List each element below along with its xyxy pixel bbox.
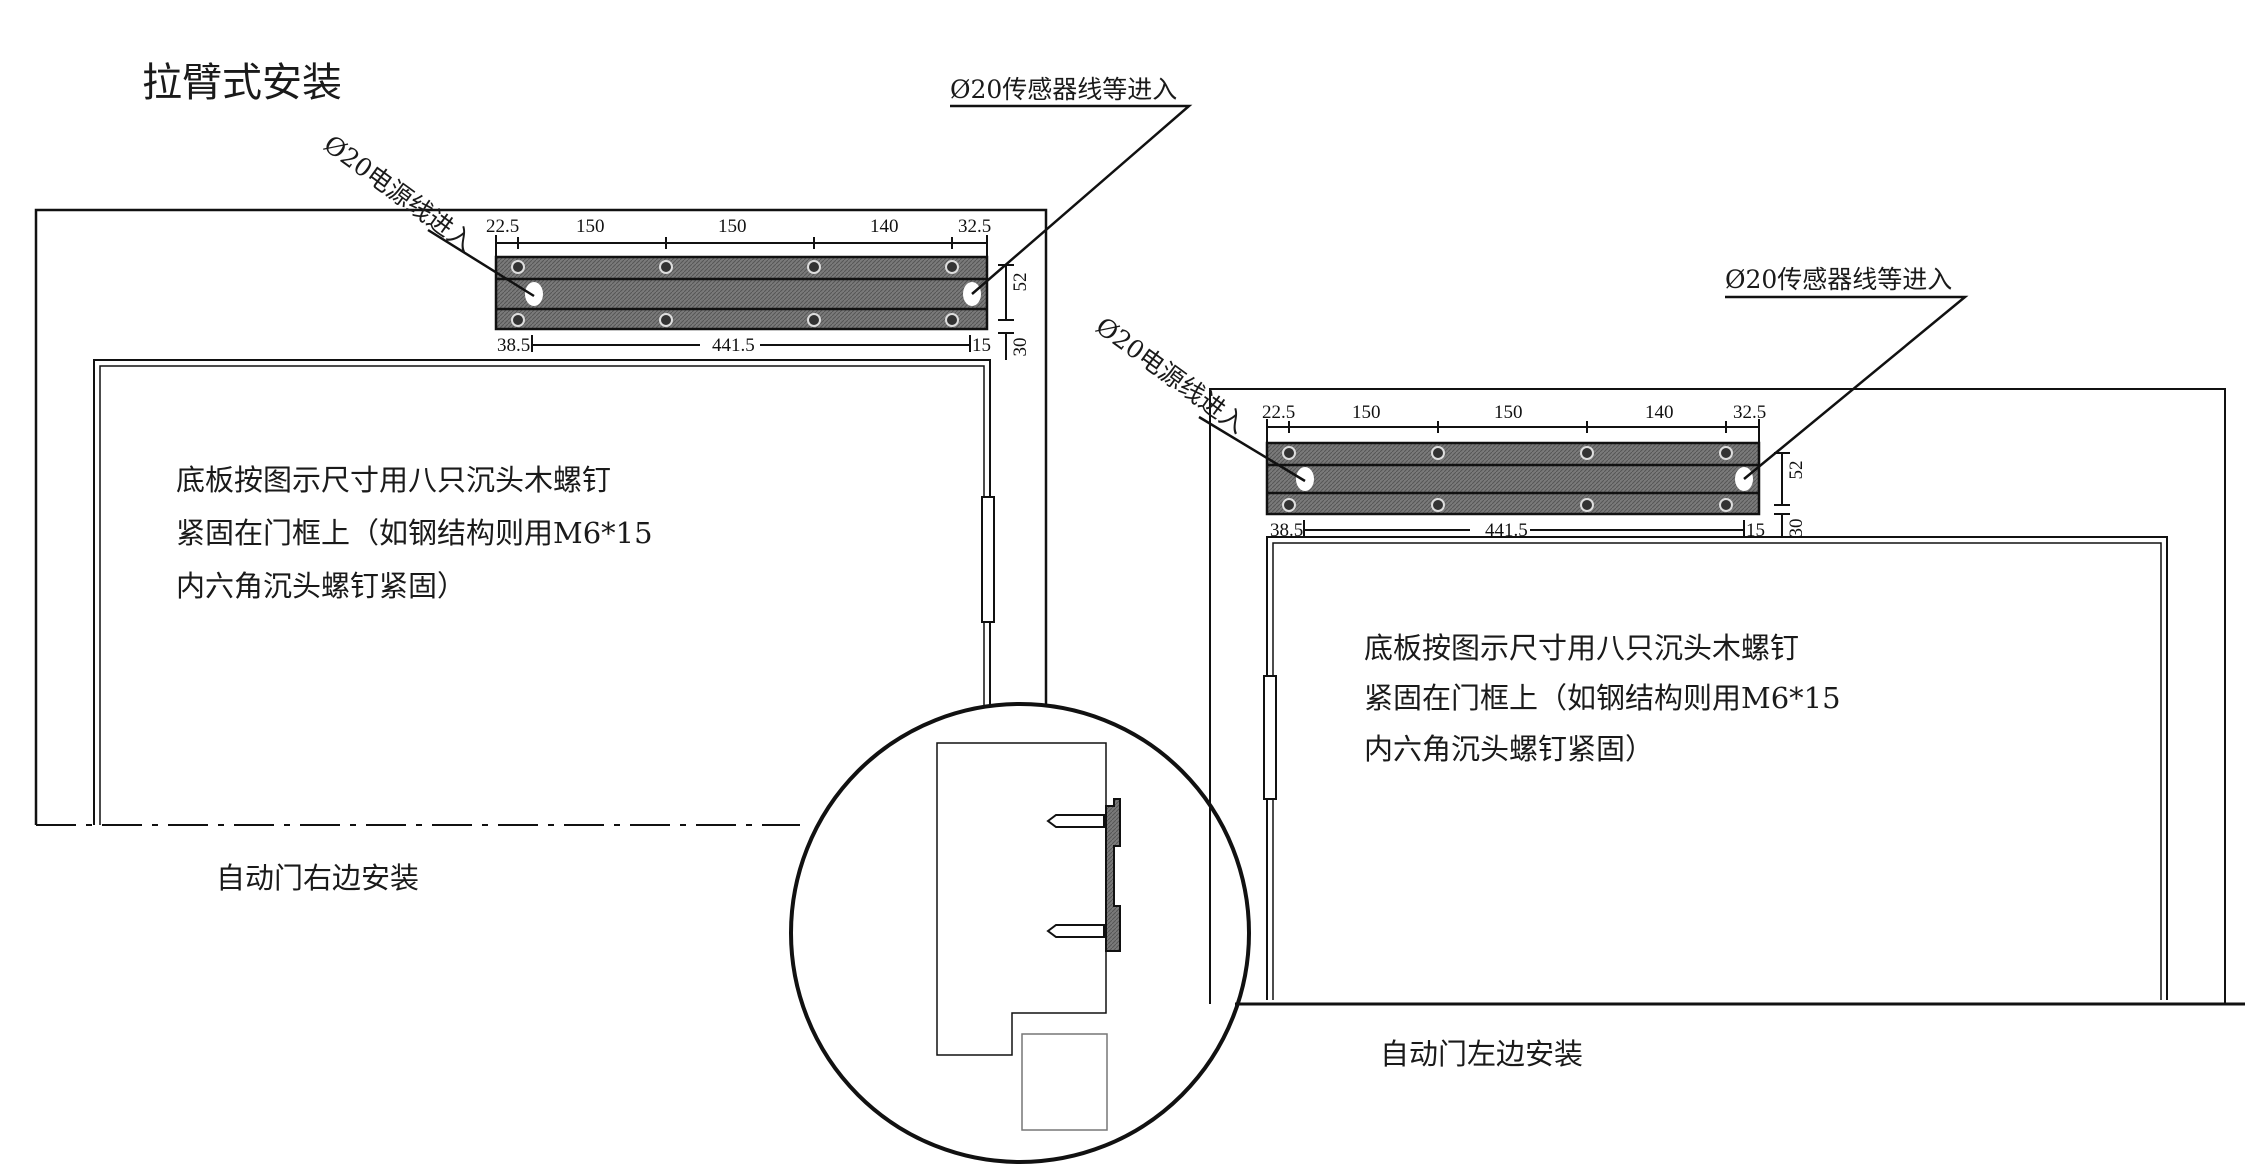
cable-slot: [525, 282, 543, 306]
drawing-stroke: [1303, 452, 1790, 537]
power-entry-label: Ø20电源线进入: [1090, 311, 1250, 439]
note-line: 底板按图示尺寸用八只沉头木螺钉: [1364, 631, 1799, 665]
dim-label: 30: [1786, 519, 1807, 538]
door-frame-outline: [34, 208, 1048, 825]
caption-left-install: 自动门左边安装: [1380, 1037, 1583, 1071]
dim-label: 15: [1746, 520, 1765, 541]
dim-label: 15: [972, 335, 991, 356]
drawing-stroke: [659, 260, 673, 274]
left-install-drawing: 22.5 150 150 140 32.5 38.5 441.5 15 52 3…: [1090, 265, 2245, 1071]
dim-label: 441.5: [1485, 520, 1528, 541]
mounting-plate-right: [1265, 441, 1761, 516]
dim-label: 150: [718, 216, 747, 237]
dim-label: 22.5: [486, 216, 519, 237]
hinge: [981, 496, 995, 623]
drawing-stroke: [1282, 498, 1296, 512]
door-leaf-inner: [1272, 542, 2162, 1000]
drawing-stroke: [1046, 924, 1105, 938]
dim-label: 140: [870, 216, 899, 237]
drawing-stroke: [1282, 446, 1296, 460]
drawing-stroke: [1046, 814, 1105, 828]
drawing-stroke: [511, 313, 525, 327]
dim-label: 150: [576, 216, 605, 237]
leader-line: [1725, 295, 1969, 480]
drawing-stroke: [494, 255, 989, 331]
dim-label: 32.5: [1733, 402, 1766, 423]
drawing-stroke: [807, 313, 821, 327]
drawing-stroke: [1580, 446, 1594, 460]
dim-label: 38.5: [1270, 520, 1303, 541]
dim-label: 52: [1010, 273, 1031, 292]
page-title: 拉臂式安装: [142, 60, 342, 106]
plate-section: [1105, 798, 1121, 952]
dim-label: 52: [1786, 461, 1807, 480]
leader-line: [1198, 415, 1306, 483]
dim-label: 38.5: [497, 335, 530, 356]
power-entry-label: Ø20电源线进入: [318, 129, 478, 257]
drawing-stroke: [1719, 498, 1733, 512]
drawing-stroke: [1580, 498, 1594, 512]
note-line: 紧固在门框上（如钢结构则用M6*15: [176, 516, 653, 550]
screw-holes: [1282, 446, 1733, 512]
drawing-stroke: [1431, 446, 1445, 460]
leader-line: [427, 228, 535, 298]
drawing-stroke: [659, 313, 673, 327]
note-line: 内六角沉头螺钉紧固）: [176, 569, 466, 603]
drawing-stroke: [789, 702, 1251, 1164]
drawing-stroke: [807, 260, 821, 274]
door-frame-outline: [1209, 388, 2226, 1004]
dim-label: 441.5: [712, 335, 755, 356]
note-line: 底板按图示尺寸用八只沉头木螺钉: [176, 463, 611, 497]
dim-label: 150: [1352, 402, 1381, 423]
sensor-entry-label: Ø20传感器线等进入: [1725, 265, 1952, 294]
dim-label: 22.5: [1262, 402, 1295, 423]
drawing-stroke: [1266, 419, 1760, 443]
door-section: [1021, 1033, 1108, 1131]
frame-section: [936, 742, 1107, 1056]
screw-holes: [511, 260, 959, 327]
hinge: [1263, 675, 1277, 800]
detail-section-view: [789, 702, 1251, 1164]
drawing-stroke: [1719, 446, 1733, 460]
drawing-stroke: [945, 313, 959, 327]
caption-right-install: 自动门右边安装: [216, 861, 419, 895]
dim-label: 140: [1645, 402, 1674, 423]
dim-label: 32.5: [958, 216, 991, 237]
mounting-plate-left: [494, 255, 989, 331]
screw-icon: [1046, 814, 1105, 938]
drawing-stroke: [1265, 441, 1761, 516]
note-line: 内六角沉头螺钉紧固）: [1364, 732, 1654, 766]
drawing-stroke: [945, 260, 959, 274]
door-leaf-outer: [1266, 536, 2168, 1000]
cable-slot: [1296, 467, 1314, 491]
drawing-stroke: [511, 260, 525, 274]
note-line: 紧固在门框上（如钢结构则用M6*15: [1364, 681, 1841, 715]
dim-label: 150: [1494, 402, 1523, 423]
drawing-stroke: [1431, 498, 1445, 512]
drawing-stroke: [495, 235, 988, 257]
sensor-entry-label: Ø20传感器线等进入: [950, 75, 1177, 104]
leader-line: [950, 104, 1193, 295]
dim-label: 30: [1010, 338, 1031, 357]
